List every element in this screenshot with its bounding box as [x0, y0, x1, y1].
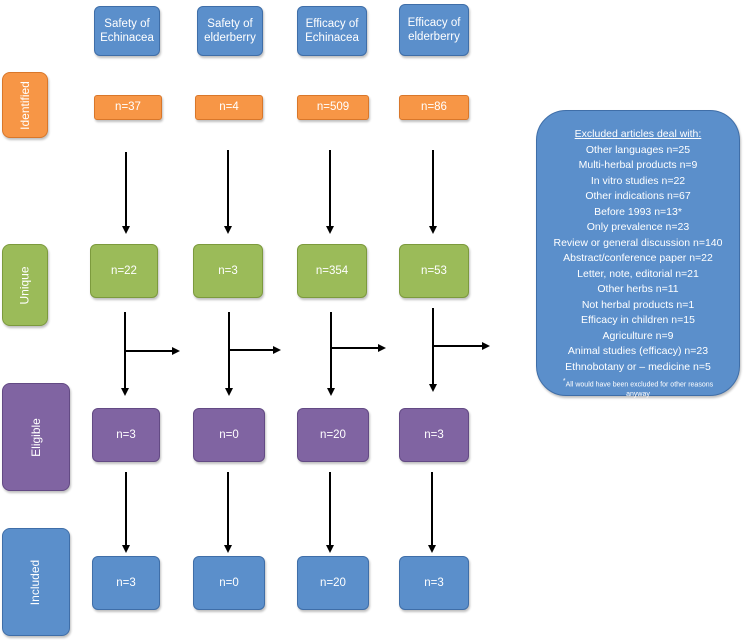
unique-count-4: n=53	[399, 244, 469, 298]
unique-count-2: n=3	[193, 244, 263, 298]
footnote-marker: *	[562, 378, 566, 385]
excluded-title: Excluded articles deal with:	[574, 128, 702, 140]
identified-count-2: n=4	[195, 95, 263, 120]
excluded-item: Abstract/conference paper n=22	[563, 252, 713, 264]
excluded-item: Review or general discussion n=140	[553, 236, 723, 249]
count-label: n=509	[316, 101, 350, 114]
excluded-articles-box: Excluded articles deal with: Other langu…	[536, 110, 740, 399]
count-label: n=3	[116, 428, 136, 441]
count-label: n=354	[315, 264, 349, 277]
header-safety-echinacea: Safety of Echinacea	[94, 6, 160, 56]
included-count-3: n=20	[297, 556, 369, 610]
count-label: n=20	[320, 576, 346, 589]
count-label: n=37	[115, 101, 141, 114]
excluded-item: Other herbs n=11	[597, 283, 679, 295]
excluded-list: Other languages n=25 Multi-herbal produc…	[537, 143, 739, 376]
excluded-item: Other indications n=67	[585, 190, 691, 202]
excluded-item: Multi-herbal products n=9	[578, 159, 698, 171]
header-safety-elderberry: Safety of elderberry	[197, 6, 263, 56]
unique-count-1: n=22	[90, 244, 158, 298]
identified-count-1: n=37	[94, 95, 162, 120]
count-label: n=0	[219, 576, 239, 589]
excluded-item: Letter, note, editorial n=21	[577, 267, 699, 280]
unique-count-3: n=354	[297, 244, 367, 298]
count-label: n=3	[218, 264, 238, 277]
footnote-text: All would have been excluded for other r…	[565, 381, 714, 398]
excluded-item: Agriculture n=9	[602, 329, 674, 342]
excluded-item: Animal studies (efficacy) n=23	[567, 345, 709, 357]
included-count-2: n=0	[193, 556, 265, 610]
count-label: n=86	[421, 101, 447, 114]
count-label: n=3	[424, 576, 444, 589]
identified-count-3: n=509	[297, 95, 369, 120]
count-label: n=22	[111, 264, 137, 277]
header-label: Safety of elderberry	[204, 17, 256, 44]
stage-unique: Unique	[2, 244, 48, 326]
count-label: n=53	[421, 264, 447, 277]
count-label: n=0	[219, 428, 239, 441]
count-label: n=4	[219, 101, 239, 114]
eligible-count-4: n=3	[399, 408, 469, 462]
eligible-count-3: n=20	[297, 408, 369, 462]
excluded-item: Only prevalence n=23	[586, 221, 690, 233]
header-label: Safety of Echinacea	[100, 17, 154, 44]
eligible-count-1: n=3	[92, 408, 160, 462]
excluded-item: Before 1993 n=13*	[594, 205, 682, 218]
stage-eligible: Eligible	[2, 383, 70, 491]
count-label: n=3	[424, 428, 444, 441]
count-label: n=3	[116, 576, 136, 589]
eligible-count-2: n=0	[193, 408, 265, 462]
included-count-4: n=3	[399, 556, 469, 610]
excluded-item: Not herbal products n=1	[581, 298, 695, 311]
excluded-footnote: *All would have been excluded for other …	[537, 377, 739, 399]
excluded-item: In vitro studies n=22	[590, 174, 686, 187]
excluded-item: Ethnobotany or – medicine n=5	[565, 360, 711, 373]
excluded-item: Efficacy in children n=15	[581, 314, 695, 326]
stage-identified: Identified	[2, 72, 48, 138]
header-label: Efficacy of Echinacea	[305, 17, 359, 44]
excluded-item: Other languages n=25	[585, 143, 691, 156]
included-count-1: n=3	[92, 556, 160, 610]
header-label: Efficacy of elderberry	[407, 16, 461, 43]
header-efficacy-echinacea: Efficacy of Echinacea	[297, 6, 367, 56]
stage-included: Included	[2, 528, 70, 636]
identified-count-4: n=86	[399, 95, 469, 120]
count-label: n=20	[320, 428, 346, 441]
header-efficacy-elderberry: Efficacy of elderberry	[399, 4, 469, 56]
